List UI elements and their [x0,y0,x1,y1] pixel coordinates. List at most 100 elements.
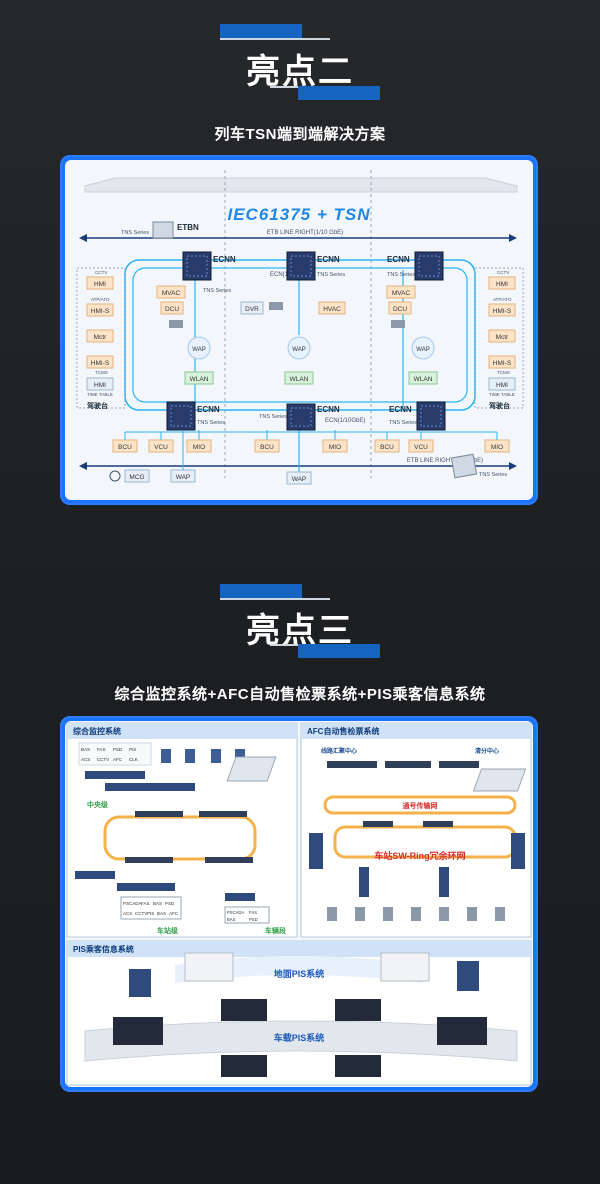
heading-decoration-line-top [220,38,330,40]
heading-decoration-top [220,24,302,38]
section3-heading: 亮点三 [246,612,354,650]
vehicle-segment: 车辆段 [265,926,286,935]
left-node-0: HMI [94,281,106,288]
dcu-right: DCU [393,306,407,313]
ecnn-switch-top-center: ECNN TNS Series [286,251,345,281]
ecnn-switch-bottom-center: ECNN TNS Series [259,403,340,431]
onboard-pis: 车载PIS系统 [274,1032,325,1043]
station-grid-5: CCTV [135,911,147,916]
iscs-grid-3: PIS [129,747,136,752]
left-small-1: ATP/ATO [91,297,110,302]
wap-center: WAP [292,347,305,353]
ecn-label-bottom: ECN(1/10GbE) [325,418,365,424]
mvac-right: MVAC [392,290,411,297]
left-node-4: HMI [94,382,106,389]
station-grid-2: BAS [153,901,162,906]
tns-series-label: TNS Series [479,472,507,478]
left-node-2: Mctr [94,334,107,341]
right-small-1: ATP/ATO [493,297,512,302]
wlan-right: WLAN [414,376,433,383]
station-grid-3: PSD [165,901,175,906]
right-node-3: HMI-S [493,360,512,367]
tns-series-label: TNS Series [203,288,231,294]
wap-bottom-center: WAP [292,476,307,483]
depot-grid-2: BAS [227,917,236,922]
iscs-grid-2: PSD [113,747,123,752]
station-grid-7: BAS [157,911,166,916]
iscs-grid-0: BAS [81,747,90,752]
section2-heading: 亮点二 [246,53,354,91]
wap-right: WAP [416,347,429,353]
systems-diagram: 综合监控系统 BAS FAS PSD PIS ACS CCTV AFC CLK … [66,722,532,1086]
tsn-diagram-card: IEC61375 + TSN ETB LINE RIGHT(1/10 GbE) … [60,155,538,505]
iscs-grid-1: FAS [97,747,106,752]
dvr: DVR [245,306,259,313]
pis-panel: PIS乘客信息系统 地面PIS系统 车载PIS系统 [66,940,532,1086]
wlan-left: WLAN [190,376,209,383]
station-level: 车站级 [157,926,179,935]
iscs-grid-7: CLK [129,757,138,762]
clearing-center: 清分中心 [475,747,499,755]
left-node-3: HMI-S [91,360,110,367]
left-console: CCTV HMI ATP/ATO HMI-S Mctr HMI-S TCMS H… [76,267,126,410]
ecnn-switch-bottom-left: ECNN TNS Series [166,401,225,431]
right-node-2: Mctr [496,334,509,341]
station-grid-1: FAS [141,901,150,906]
comm-network: 通号传输网 [403,801,438,810]
left-node-1: HMI-S [91,308,110,315]
dcu-left: DCU [165,306,179,313]
etb-top-label: ETB LINE RIGHT(1/10 GbE) [267,230,343,236]
mio-center: MIO [329,444,341,451]
mcg-icon [109,470,121,482]
left-small-3: TCMS [95,370,108,375]
iscs-grid-6: AFC [113,757,123,762]
vcu: VCU [154,444,168,451]
iscs-title: 综合监控系统 [73,726,121,736]
station-grid-6: PIS [147,911,154,916]
console-label-left: 驾驶台 [86,401,108,410]
right-node-4: HMI [496,382,508,389]
tns-series-label: TNS Series [389,420,417,426]
bcu-left: BCU [118,444,132,451]
right-console: CCTV HMI ATP/ATO HMI-S Mctr HMI-S TCMS H… [474,267,524,410]
ecnn-label: ECNN [197,405,220,414]
left-small-4: TIME TABLE [87,392,113,397]
ecnn-label: ECNN [317,255,340,264]
wlan-center: WLAN [290,376,309,383]
systems-diagram-card: 综合监控系统 BAS FAS PSD PIS ACS CCTV AFC CLK … [60,716,538,1092]
ecnn-label: ECNN [389,405,412,414]
main-title: IEC61375 + TSN [228,205,371,224]
hvac: HVAC [323,306,341,313]
wap-left: WAP [192,347,205,353]
right-node-1: HMI-S [493,308,512,315]
bcu-right: BCU [380,444,394,451]
ecnn-label: ECNN [387,255,410,264]
depot-grid-1: FAS [249,910,257,915]
ecnn-switch-top-left: ECNN TNS Series [182,251,236,294]
ecnn-label: ECNN [213,255,236,264]
station-grid-4: ACS [123,911,132,916]
tns-series-label: TNS Series [121,230,149,236]
station-grid-0: PSCADA [123,901,142,906]
camera-icon [169,320,183,328]
iscs-grid-4: ACS [81,757,90,762]
heading-decoration-bottom [298,644,380,658]
vcu-right: VCU [414,444,428,451]
right-node-0: HMI [496,281,508,288]
etb-bottom-label: ETB LINE RIGHT(1/10 GbE) [407,458,483,464]
camera-icon [391,320,405,328]
section2-subtitle: 列车TSN端到端解决方案 [214,126,386,143]
tns-series-label: TNS Series [387,272,415,278]
wap-bottom-left: WAP [176,474,191,481]
pis-title: PIS乘客信息系统 [73,944,134,954]
mio-right: MIO [491,444,503,451]
central-level: 中央级 [87,800,109,809]
ecnn-label: ECNN [317,405,340,414]
afc-panel: AFC自动售检票系统 线路汇聚中心 清分中心 通号传输网 车站SW-Ring冗余… [300,722,532,938]
bcu-center: BCU [260,444,274,451]
left-small-0: CCTV [95,270,107,275]
station-grid-8: AFC [169,911,179,916]
tns-series-label: TNS Series [197,420,225,426]
etbn-label: ETBN [177,223,199,232]
console-label-right: 驾驶台 [488,401,510,410]
